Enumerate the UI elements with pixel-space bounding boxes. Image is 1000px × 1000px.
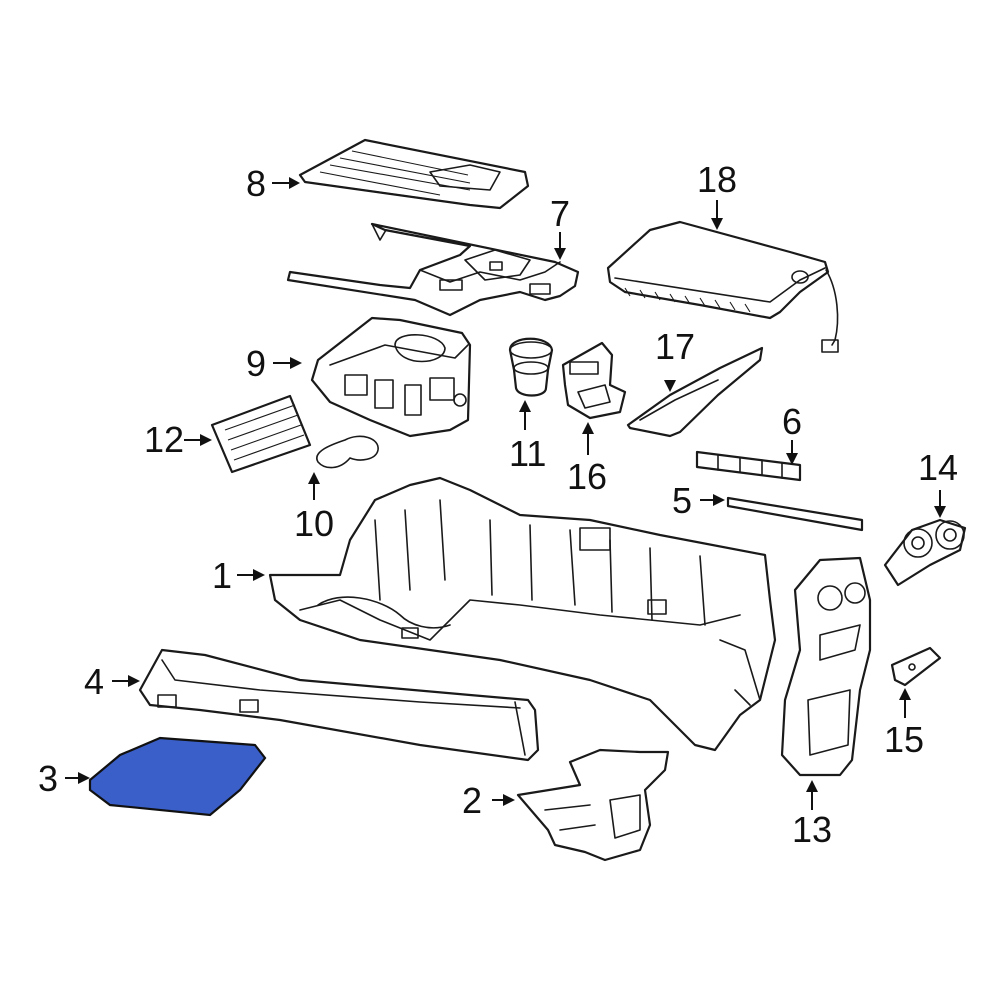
part-13-rear-panel[interactable]: [780, 556, 872, 777]
callout-14: 14: [918, 447, 958, 488]
part-8-lid-cover[interactable]: [298, 138, 530, 210]
part-7-trim-bezel[interactable]: [286, 222, 580, 317]
callout-labels: 1 2 3 4 5 6 7 8 9 10 11 12 13 14 15 16 1…: [38, 159, 958, 850]
part-4-side-trim[interactable]: [138, 648, 540, 762]
part-18-armrest-lid[interactable]: [606, 220, 839, 353]
part-11-cup-holder[interactable]: [508, 337, 554, 397]
callout-11: 11: [509, 433, 546, 474]
callout-7: 7: [550, 193, 570, 234]
callout-2: 2: [462, 780, 482, 821]
part-9-shifter-housing[interactable]: [310, 316, 472, 438]
callout-12: 12: [144, 419, 184, 460]
callout-18: 18: [697, 159, 737, 200]
leader-lines: [65, 177, 946, 810]
part-1-console-base[interactable]: [268, 476, 777, 752]
part-5-thin-strip[interactable]: [726, 496, 864, 532]
callout-10: 10: [294, 503, 334, 544]
callout-5: 5: [672, 480, 692, 521]
part-14-plug-assembly[interactable]: [883, 518, 967, 587]
callout-3: 3: [38, 758, 58, 799]
part-15-clip[interactable]: [890, 646, 942, 687]
callout-6: 6: [782, 401, 802, 442]
part-2-bracket[interactable]: [516, 748, 670, 862]
callout-16: 16: [567, 456, 607, 497]
callout-17: 17: [655, 326, 695, 367]
part-6-trim-strip[interactable]: [695, 450, 802, 482]
callout-4: 4: [84, 661, 104, 702]
part-3-floor-mat[interactable]: [88, 736, 267, 817]
part-12-storage-mat[interactable]: [210, 394, 312, 474]
callout-9: 9: [246, 343, 266, 384]
callout-13: 13: [792, 809, 832, 850]
part-17-storage-mat[interactable]: [626, 346, 764, 438]
callout-1: 1: [212, 555, 232, 596]
callout-8: 8: [246, 163, 266, 204]
part-16-bracket[interactable]: [561, 341, 627, 420]
part-10-wire-loop[interactable]: [316, 435, 379, 469]
callout-15: 15: [884, 719, 924, 760]
